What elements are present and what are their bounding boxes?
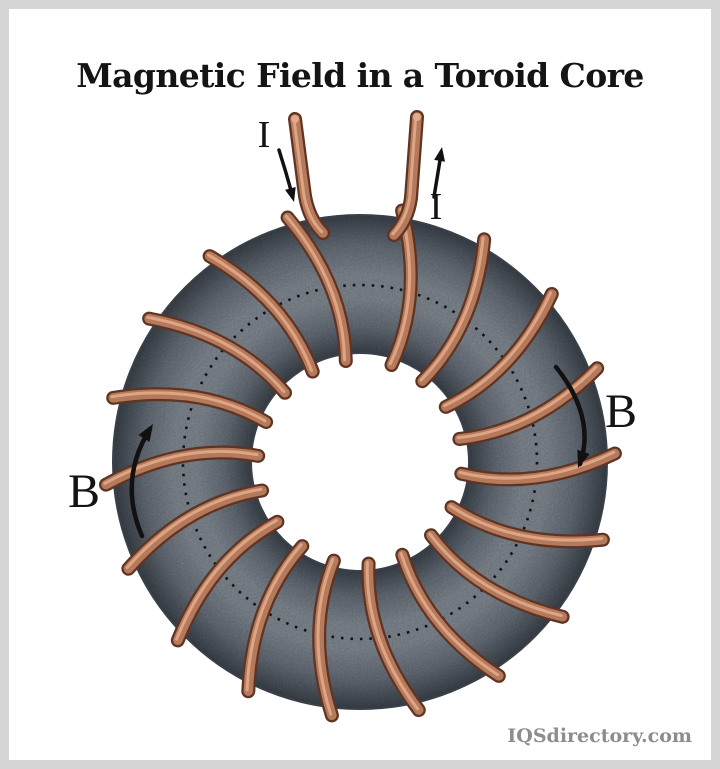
current-arrow-left-head <box>285 187 296 202</box>
winding <box>452 361 605 446</box>
winding <box>121 483 270 576</box>
winding <box>424 528 570 624</box>
winding <box>99 445 266 492</box>
field-line-dotted-circle <box>181 283 539 641</box>
diagram-title: Magnetic Field in a Toroid Core <box>76 56 644 95</box>
copper-winding-layer <box>99 110 622 723</box>
current-arrow-left-shaft <box>277 148 294 196</box>
annotation-layer <box>129 147 590 539</box>
winding <box>312 553 341 723</box>
current-label-left: I <box>258 114 271 156</box>
field-arrow-left-shaft <box>129 426 153 539</box>
core-hole <box>250 352 470 572</box>
lead-wire-right <box>387 110 424 242</box>
winding <box>280 210 353 368</box>
current-label-right: I <box>430 186 443 228</box>
current-arrow-right-head <box>434 147 445 162</box>
winding <box>241 539 310 699</box>
winding <box>202 249 320 379</box>
winding <box>170 514 285 648</box>
winding <box>415 232 492 389</box>
winding <box>444 500 610 549</box>
winding <box>361 556 426 718</box>
field-line-layer <box>181 283 539 641</box>
winding <box>454 446 622 487</box>
lead-tip-right <box>413 113 421 121</box>
watermark: IQSdirectory.com <box>507 725 692 747</box>
lead-tip-left <box>291 115 299 123</box>
field-arrow-right-head <box>577 449 590 468</box>
winding <box>438 287 559 414</box>
winding <box>142 311 292 400</box>
winding <box>395 547 506 683</box>
field-label-right: B <box>605 385 637 438</box>
winding <box>106 387 274 429</box>
lead-wire-left <box>288 112 330 240</box>
field-arrow-left-head <box>138 424 153 442</box>
field-label-left: B <box>68 465 100 518</box>
